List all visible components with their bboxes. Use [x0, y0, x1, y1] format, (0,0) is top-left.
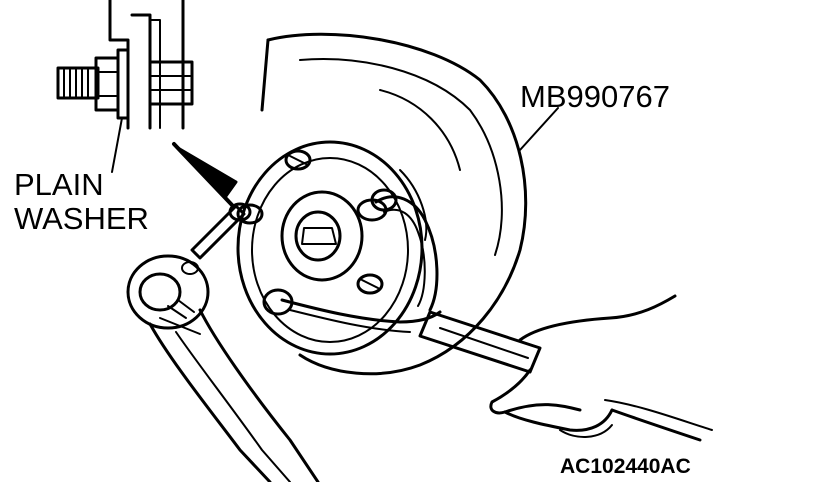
plain-washer-label: PLAIN WASHER: [14, 168, 149, 236]
wheel-stud: [356, 273, 384, 295]
wrench-extension: [190, 204, 246, 260]
hub-flange: [236, 140, 424, 356]
bolt-thread: [56, 66, 100, 100]
axle-nut: [301, 227, 337, 245]
special-tool-mb990767: [262, 107, 559, 374]
wrench-handle: [148, 322, 272, 482]
inset-pointer-arrow: [172, 142, 238, 207]
hub-center: [280, 190, 364, 282]
plain-washer-label-line1: PLAIN: [14, 167, 104, 202]
tool-number-label: MB990767: [520, 79, 670, 114]
tool-pin: [262, 288, 294, 316]
bolt-head: [148, 60, 194, 106]
tool-pin: [370, 188, 398, 212]
hand: [489, 294, 713, 442]
wheel-stud: [284, 149, 312, 171]
socket-wrench: [126, 202, 320, 482]
brake-disc: [260, 32, 528, 376]
figure-code-label: AC102440AC: [560, 455, 691, 478]
plain-washer-label-line2: WASHER: [14, 201, 149, 236]
wheel-stud: [236, 203, 264, 225]
plain-washer: [116, 48, 130, 120]
ratchet-head: [126, 254, 210, 330]
bolt-washer-inset: [56, 0, 194, 173]
